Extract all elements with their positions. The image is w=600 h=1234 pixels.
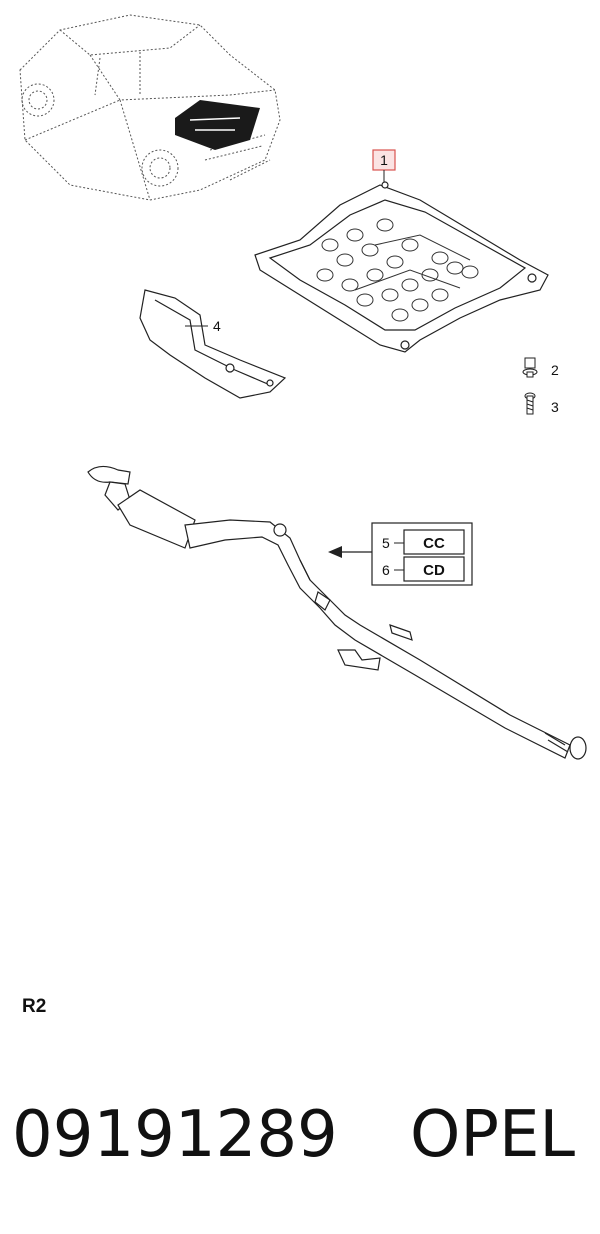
bolt-long-icon <box>524 392 536 415</box>
callout-5[interactable]: 5 <box>382 535 390 551</box>
callout-3[interactable]: 3 <box>551 399 559 415</box>
footer: 09191289 OPEL <box>0 1090 600 1180</box>
underbody-highlight <box>175 100 260 150</box>
bolt-short-icon <box>522 357 538 378</box>
callout-1[interactable]: 1 <box>372 149 396 171</box>
code-cd-box[interactable] <box>403 556 465 582</box>
underbody-protection-panel <box>254 181 549 353</box>
callout-6[interactable]: 6 <box>382 562 390 578</box>
callout-4[interactable]: 4 <box>213 318 221 334</box>
car-overview-illustration <box>19 14 281 201</box>
code-cc: CC <box>423 535 445 552</box>
code-cc-box[interactable] <box>403 529 465 555</box>
arrow-left-icon <box>328 546 372 558</box>
brand-name: OPEL <box>410 1098 576 1172</box>
region-code: R2 <box>22 996 47 1017</box>
exhaust-front-pipe <box>87 465 587 760</box>
callout-2[interactable]: 2 <box>551 362 559 378</box>
code-cd: CD <box>423 562 445 579</box>
parts-diagram: 1 <box>19 14 587 760</box>
part-number: 09191289 <box>12 1098 338 1172</box>
svg-text:1: 1 <box>380 152 388 168</box>
heat-shield <box>139 289 287 399</box>
code-callout-box: 5 CC 6 CD <box>371 522 473 586</box>
